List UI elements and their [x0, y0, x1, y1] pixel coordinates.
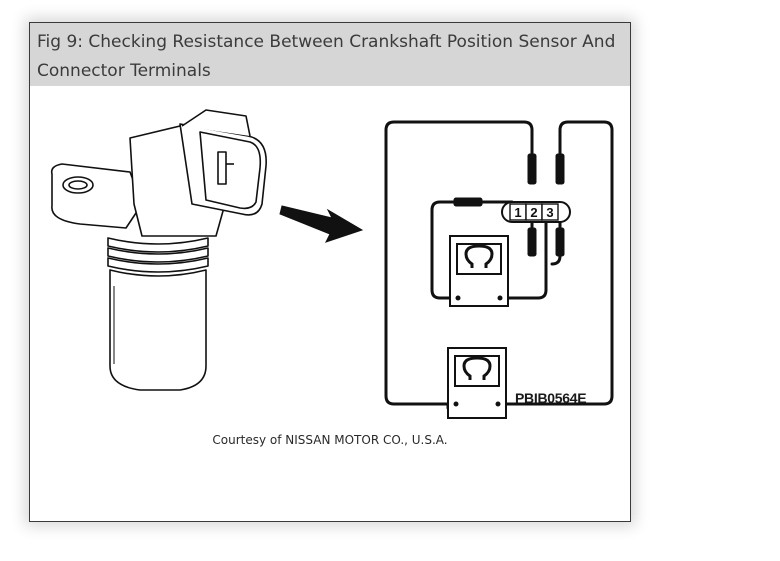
ohm-symbol-icon-upper	[464, 244, 494, 268]
terminal-2-label: 2	[530, 205, 537, 220]
courtesy-credit: Courtesy of NISSAN MOTOR CO., U.S.A.	[212, 433, 448, 447]
ohmmeter-upper	[449, 235, 509, 307]
terminal-1-label: 1	[514, 205, 521, 220]
figure-frame: Fig 9: Checking Resistance Between Crank…	[29, 22, 631, 522]
figure-caption: Fig 9: Checking Resistance Between Crank…	[30, 23, 630, 86]
terminal-3-label: 3	[546, 205, 553, 220]
crankshaft-position-sensor	[50, 109, 267, 391]
ohm-symbol-icon-lower	[462, 356, 492, 380]
figure-code-label: PBIB0564E	[515, 390, 587, 406]
diagram-area: 1 2 3	[30, 86, 630, 522]
direction-arrow	[279, 205, 364, 243]
harness-segments	[453, 153, 565, 257]
ohmmeter-lower	[447, 347, 507, 419]
connector-terminal-block: 1 2 3	[501, 201, 571, 223]
wiring-circuit	[384, 120, 614, 410]
